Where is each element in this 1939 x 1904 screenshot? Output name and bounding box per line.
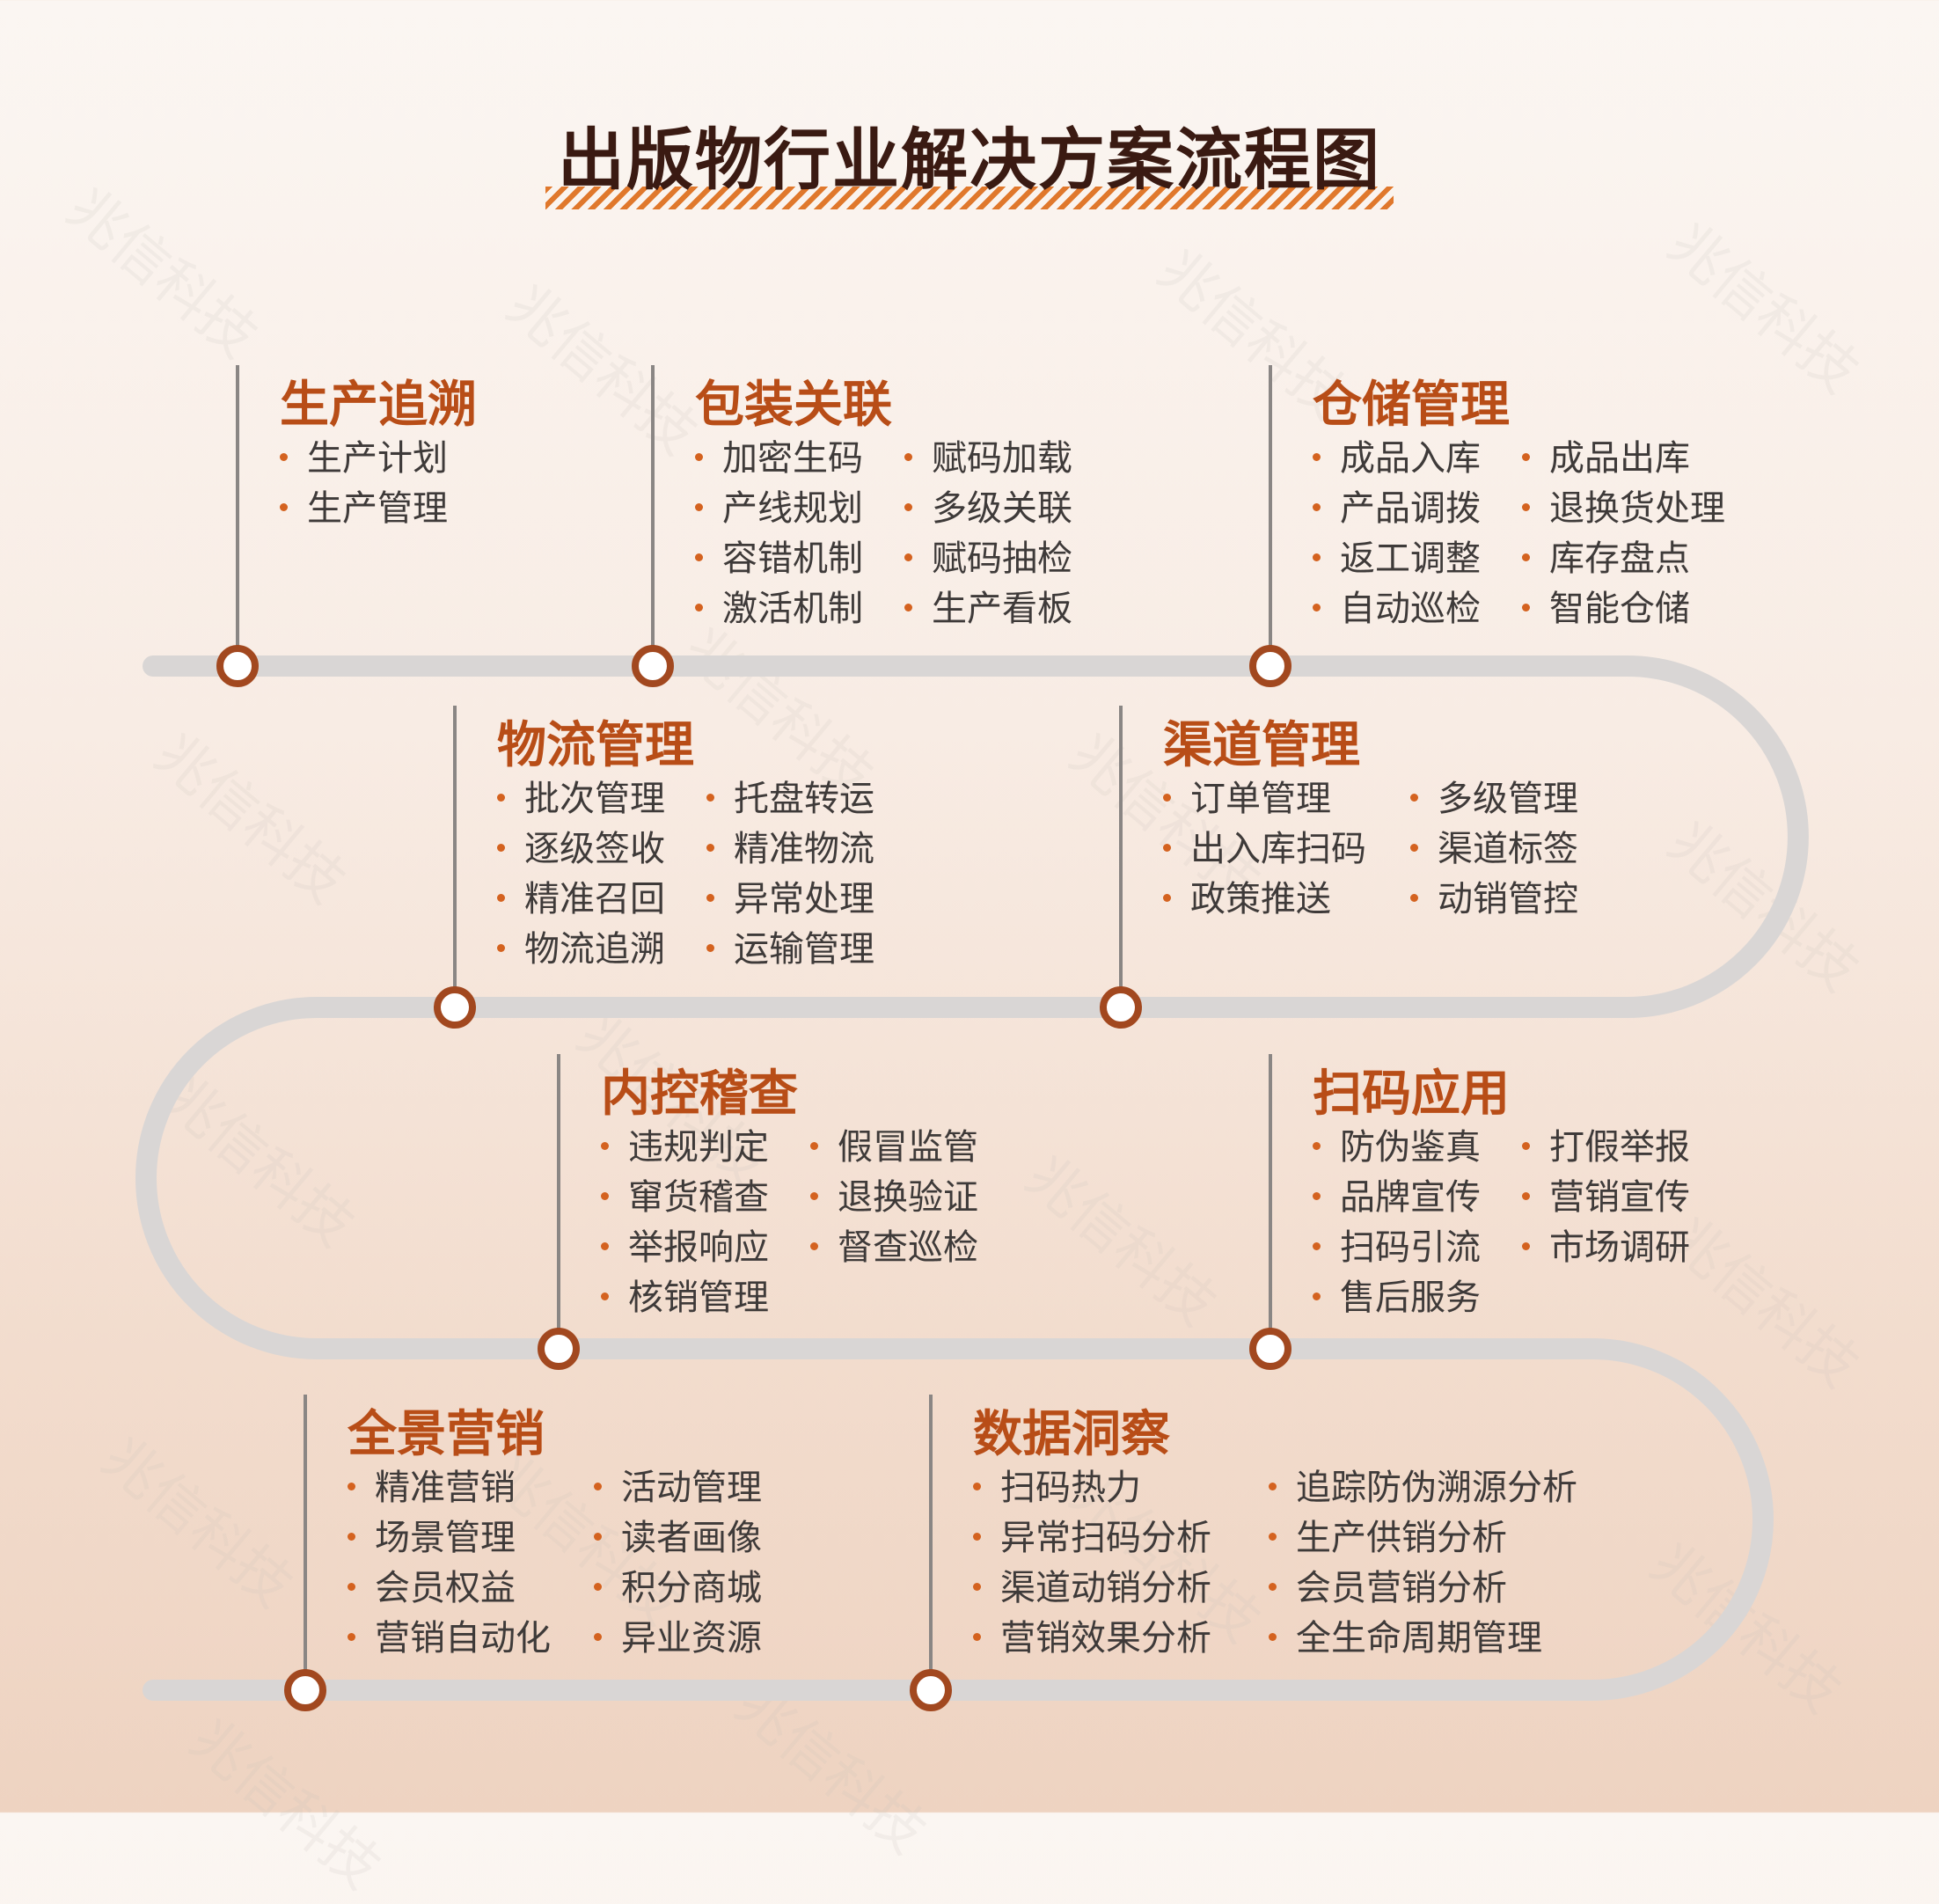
- stage-list-item: 托盘转运: [706, 778, 874, 820]
- stage-list-item: 订单管理: [1163, 778, 1331, 820]
- stage-list-item: 加密生码: [695, 437, 863, 480]
- stage-list-item: 退换验证: [810, 1176, 978, 1219]
- stage-list-item: 退换货处理: [1522, 487, 1725, 530]
- stage-list-item: 活动管理: [594, 1467, 762, 1509]
- stage-list-item: 库存盘点: [1522, 538, 1690, 580]
- stage-connector-line: [1119, 706, 1123, 990]
- stage-title: 扫码应用: [1313, 1066, 1510, 1123]
- stage-list-item: 异业资源: [594, 1617, 762, 1659]
- stage-list-item: 逐级签收: [497, 828, 665, 870]
- stage-title: 生产追溯: [280, 377, 477, 434]
- stage-list-item: 批次管理: [497, 778, 665, 820]
- stage-list-item: 会员权益: [348, 1567, 516, 1609]
- stage-list-item: 生产供销分析: [1269, 1517, 1507, 1559]
- stage-node-icon: [910, 1669, 952, 1711]
- stage-list-item: 政策推送: [1163, 878, 1331, 920]
- stage-list-item: 营销自动化: [348, 1617, 551, 1659]
- stage-list-item: 核销管理: [601, 1277, 769, 1319]
- stage-list-item: 售后服务: [1313, 1277, 1481, 1319]
- stage-list-item: 自动巡检: [1313, 588, 1481, 630]
- stage-list-item: 全生命周期管理: [1269, 1617, 1542, 1659]
- stage-title: 数据洞察: [973, 1406, 1170, 1463]
- stage-list-item: 赋码加载: [904, 437, 1072, 480]
- serpentine-track: [135, 655, 1809, 1701]
- stage-node-icon: [216, 645, 259, 687]
- stage-list-item: 读者画像: [594, 1517, 762, 1559]
- stage-list-item: 扫码热力: [973, 1467, 1141, 1509]
- stage-list-item: 成品入库: [1313, 437, 1481, 480]
- stage-node-icon: [284, 1669, 326, 1711]
- stage-connector-line: [236, 365, 239, 648]
- stage-connector-line: [651, 365, 655, 648]
- stage-connector-line: [453, 706, 457, 990]
- stage-list-item: 多级管理: [1410, 778, 1578, 820]
- stage-list-item: 成品出库: [1522, 437, 1690, 480]
- title-container: 出版物行业解决方案流程图: [0, 106, 1939, 209]
- stage-list-item: 假冒监管: [810, 1126, 978, 1168]
- stage-list-item: 异常扫码分析: [973, 1517, 1211, 1559]
- stage-list-item: 激活机制: [695, 588, 863, 630]
- page-title: 出版物行业解决方案流程图: [545, 106, 1394, 209]
- stage-connector-line: [1269, 365, 1272, 648]
- stage-list-item: 营销效果分析: [973, 1617, 1211, 1659]
- stage-list-item: 物流追溯: [497, 928, 665, 970]
- stage-node-icon: [538, 1328, 580, 1370]
- stage-title: 渠道管理: [1163, 717, 1360, 774]
- stage-list-item: 动销管控: [1410, 878, 1578, 920]
- stage-list-item: 运输管理: [706, 928, 874, 970]
- stage-list-item: 打假举报: [1522, 1126, 1690, 1168]
- stage-node-icon: [632, 645, 674, 687]
- stage-list-item: 渠道标签: [1410, 828, 1578, 870]
- flow-track: [135, 655, 1809, 1701]
- stage-list-item: 容错机制: [695, 538, 863, 580]
- stage-connector-line: [1269, 1054, 1272, 1331]
- stage-node-icon: [1249, 645, 1291, 687]
- stage-list-item: 举报响应: [601, 1227, 769, 1269]
- stage-list-item: 生产计划: [280, 437, 448, 480]
- stage-connector-line: [304, 1395, 307, 1673]
- stage-title: 全景营销: [348, 1406, 545, 1463]
- stage-title: 仓储管理: [1313, 377, 1510, 434]
- stage-list-item: 市场调研: [1522, 1227, 1690, 1269]
- stage-list-item: 督查巡检: [810, 1227, 978, 1269]
- stage-list-item: 返工调整: [1313, 538, 1481, 580]
- stage-connector-line: [557, 1054, 560, 1331]
- stage-title: 物流管理: [497, 717, 694, 774]
- stage-title: 包装关联: [695, 377, 892, 434]
- stage-list-item: 品牌宣传: [1313, 1176, 1481, 1219]
- stage-list-item: 生产看板: [904, 588, 1072, 630]
- stage-list-item: 违规判定: [601, 1126, 769, 1168]
- stage-list-item: 赋码抽检: [904, 538, 1072, 580]
- stage-list-item: 扫码引流: [1313, 1227, 1481, 1269]
- stage-list-item: 渠道动销分析: [973, 1567, 1211, 1609]
- stage-list-item: 多级关联: [904, 487, 1072, 530]
- stage-list-item: 窜货稽查: [601, 1176, 769, 1219]
- stage-list-item: 智能仓储: [1522, 588, 1690, 630]
- stage-title: 内控稽查: [601, 1066, 798, 1123]
- stage-list-item: 产品调拨: [1313, 487, 1481, 530]
- stage-list-item: 异常处理: [706, 878, 874, 920]
- stage-node-icon: [1100, 986, 1142, 1029]
- stage-list-item: 追踪防伪溯源分析: [1269, 1467, 1577, 1509]
- stage-list-item: 精准召回: [497, 878, 665, 920]
- stage-list-item: 积分商城: [594, 1567, 762, 1609]
- stage-list-item: 精准营销: [348, 1467, 516, 1509]
- stage-list-item: 精准物流: [706, 828, 874, 870]
- stage-list-item: 生产管理: [280, 487, 448, 530]
- stage-list-item: 营销宣传: [1522, 1176, 1690, 1219]
- stage-node-icon: [434, 986, 476, 1029]
- stage-list-item: 场景管理: [348, 1517, 516, 1559]
- stage-list-item: 产线规划: [695, 487, 863, 530]
- stage-list-item: 会员营销分析: [1269, 1567, 1507, 1609]
- stage-list-item: 防伪鉴真: [1313, 1126, 1481, 1168]
- stage-connector-line: [929, 1395, 933, 1673]
- stage-list-item: 出入库扫码: [1163, 828, 1366, 870]
- stage-node-icon: [1249, 1328, 1291, 1370]
